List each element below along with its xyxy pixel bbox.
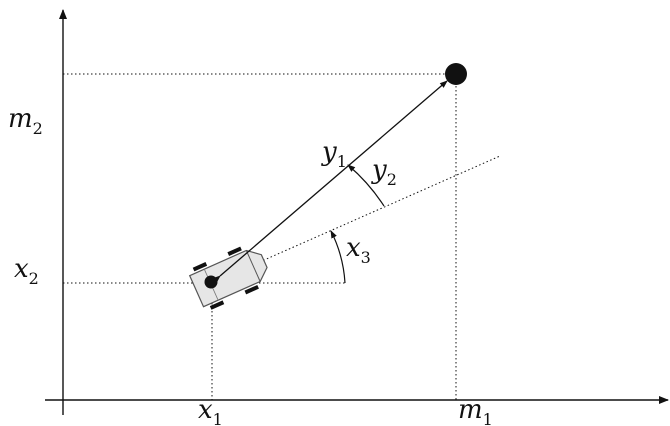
bearing-arc-y2 [347, 164, 385, 207]
label-m1: m1 [458, 395, 493, 426]
range-arrow-y1 [212, 80, 448, 283]
label-y2: y2 [371, 155, 397, 189]
label-y1: y1 [321, 137, 347, 171]
label-m2: m2 [8, 104, 43, 138]
robot-wheel-rear-left [192, 262, 208, 272]
robot-wheel-front-right [244, 284, 259, 295]
robot-icon [188, 246, 268, 310]
robot-wheel-rear-right [209, 300, 225, 310]
label-x2: x2 [14, 254, 39, 288]
robot-center-dot [204, 275, 218, 289]
landmark-icon [445, 63, 467, 85]
bearing-arc-x3 [330, 230, 346, 284]
label-x1: x1 [198, 395, 223, 426]
label-x3: x3 [346, 233, 371, 267]
